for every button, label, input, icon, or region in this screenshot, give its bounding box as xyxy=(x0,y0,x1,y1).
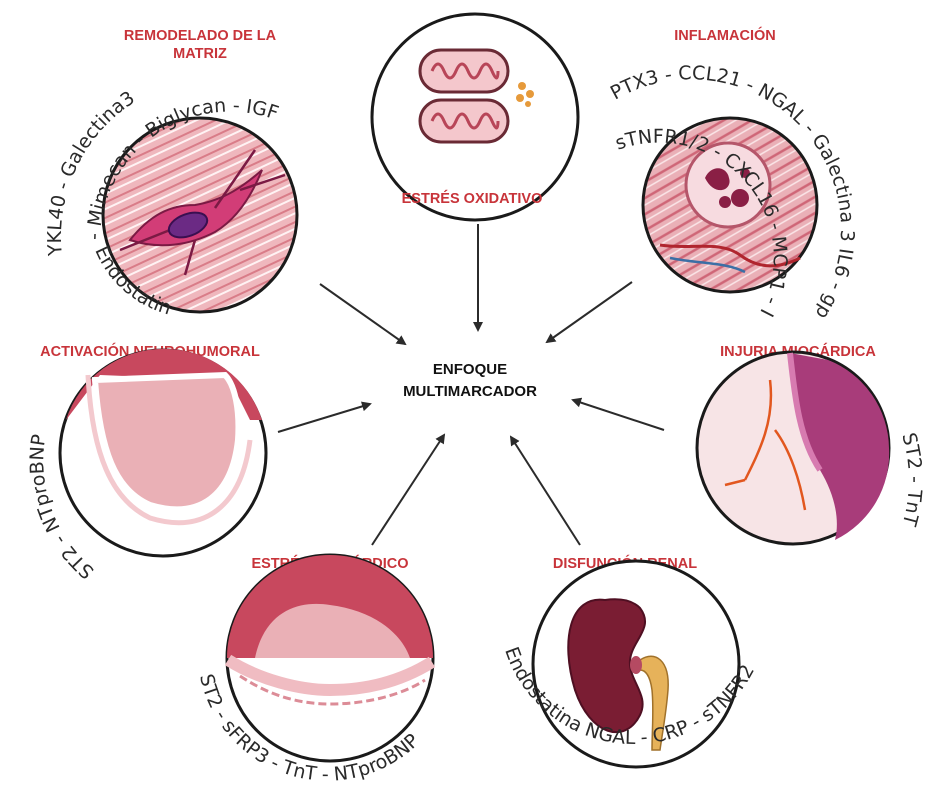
title-matriz-2: MATRIZ xyxy=(173,46,227,62)
center-line-2: MULTIMARCADOR xyxy=(403,383,537,400)
center-line-1: ENFOQUE xyxy=(433,361,507,378)
title-oxidativo: ESTRÉS OXIDATIVO xyxy=(402,190,543,207)
arrow-miocardico xyxy=(372,435,444,545)
node-matriz: REMODELADO DE LA MATRIZ YKL40 - Galectin… xyxy=(0,0,297,320)
node-neurohumoral: ACTIVACIÓN NEUROHUMORAL ST2 - NTproBNP xyxy=(26,342,266,583)
arrow-neurohumoral xyxy=(278,404,370,432)
arrow-inflamacion xyxy=(547,282,632,342)
arrow-renal xyxy=(511,437,580,545)
heart-wall-icon xyxy=(227,555,433,761)
center-label: ENFOQUE MULTIMARCADOR xyxy=(403,361,537,400)
title-inflamacion: INFLAMACIÓN xyxy=(674,26,776,44)
arc-label-injuria: ST2 - TnT xyxy=(897,430,926,528)
node-estres-miocardico: ESTRÉS MIOCÁRDICO ST2 - sFRP3 - TnT - NT… xyxy=(195,555,433,786)
ventricle-icon xyxy=(60,349,266,556)
myocardial-injury-icon xyxy=(697,352,889,544)
node-oxidativo: ESTRÉS OXIDATIVO xyxy=(372,14,578,220)
arrow-injuria xyxy=(573,400,664,430)
title-matriz-1: REMODELADO DE LA xyxy=(124,28,277,44)
node-renal: DISFUNCIÓN RENAL Endostatina NGAL - CRP … xyxy=(500,554,759,767)
node-injuria: INJURIA MIOCÁRDICA ST2 - TnT xyxy=(697,343,926,544)
arrow-matriz xyxy=(320,284,405,344)
